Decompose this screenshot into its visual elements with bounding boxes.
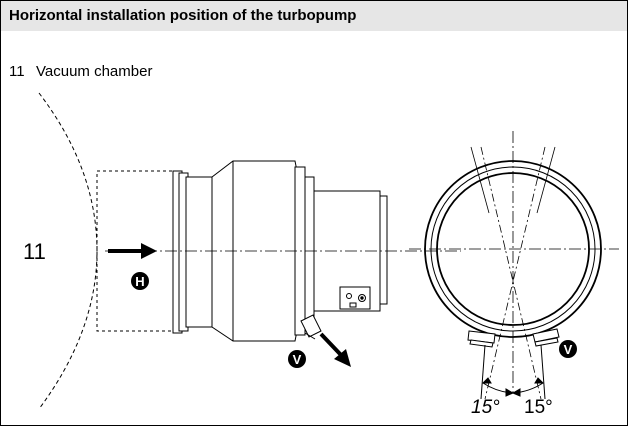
angle-label-right: 15° [524, 397, 553, 418]
figure-title: Horizontal installation position of the … [1, 1, 627, 31]
marker-v-label-front: V [564, 342, 573, 357]
front-view-centerlines [409, 131, 619, 393]
vacuum-chamber-boundary [38, 92, 98, 410]
marker-v-circle-side [288, 350, 306, 368]
angle-dimension-arcs [480, 344, 546, 400]
h-direction-arrow [108, 243, 157, 259]
marker-h-label: H [135, 274, 144, 289]
front-view-vertical-guides [470, 146, 556, 214]
front-view-angle-lines [480, 146, 546, 400]
legend-item: 11 Vacuum chamber [9, 63, 152, 80]
marker-h-circle [131, 272, 149, 290]
marker-v-label-side: V [293, 352, 302, 367]
v-direction-arrow [319, 332, 351, 367]
angle-label-left: 15° [471, 397, 500, 418]
legend-label: Vacuum chamber [36, 63, 153, 80]
front-view-connectors [467, 328, 560, 348]
legend-number: 11 [9, 63, 25, 80]
marker-v-circle-front [559, 340, 577, 358]
chamber-label: 11 [23, 239, 46, 264]
